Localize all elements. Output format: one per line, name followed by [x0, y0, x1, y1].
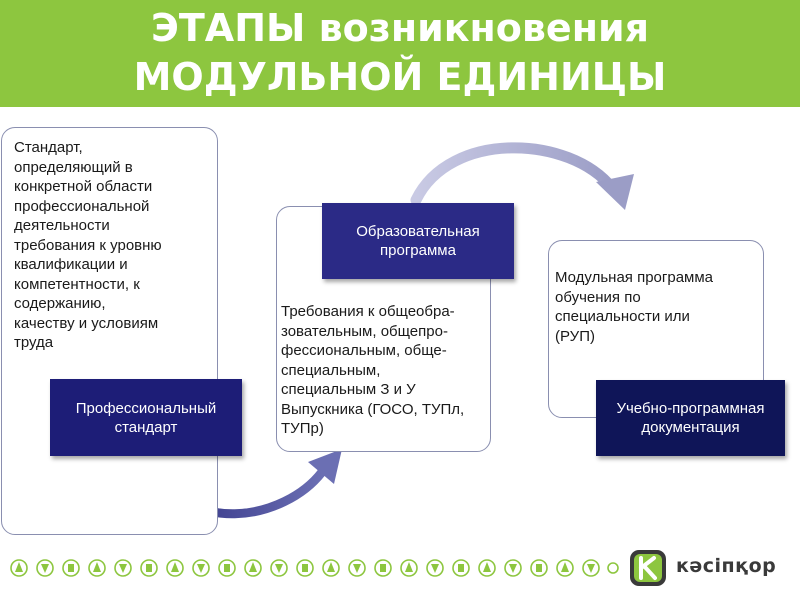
- header-bar: ЭТАПЫ возникновения МОДУЛЬНОЙ ЕДИНИЦЫ: [0, 0, 800, 107]
- stage3-description: Модульная программа обучения по специаль…: [555, 269, 714, 345]
- arrow-program-to-module: [410, 142, 618, 206]
- footer-icon-strip: [10, 559, 619, 577]
- curriculum-documentation-label: Учебно-программная документация: [596, 380, 785, 456]
- arrow-head-top: [596, 174, 634, 210]
- stage1-box: [1, 127, 218, 535]
- stage1-description: Стандарт, определяющий в конкретной обла…: [14, 139, 162, 351]
- brand-name: кәсіпқор: [676, 555, 777, 577]
- page-title: ЭТАПЫ возникновения МОДУЛЬНОЙ ЕДИНИЦЫ: [133, 6, 667, 99]
- professional-standard-label: Профессиональный стандарт: [50, 379, 242, 456]
- decorative-icons: [10, 559, 619, 577]
- stage2-description: Требования к общеобра- зовательным, обще…: [281, 303, 465, 437]
- arrow-head-bottom: [308, 449, 342, 484]
- brand-logo: [630, 550, 666, 586]
- educational-program-label: Образовательная программа: [322, 203, 514, 279]
